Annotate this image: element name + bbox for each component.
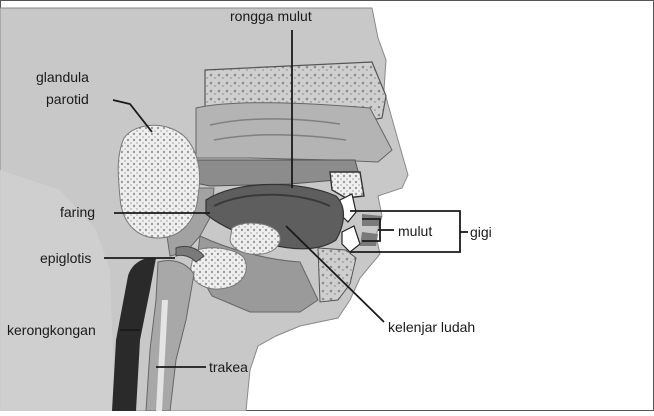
label-faring: faring: [60, 204, 95, 220]
sublingual-gland: [230, 223, 280, 254]
label-epiglotis: epiglotis: [40, 250, 91, 266]
label-mulut: mulut: [398, 223, 432, 239]
label-parotid: parotid: [46, 91, 89, 107]
label-rongga-mulut: rongga mulut: [230, 8, 312, 24]
parotid-gland: [118, 125, 199, 238]
label-trakea: trakea: [209, 359, 248, 375]
label-kelenjar-ludah: kelenjar ludah: [388, 319, 475, 335]
label-kerongkongan: kerongkongan: [7, 322, 96, 338]
label-glandula: glandula: [36, 69, 89, 85]
label-gigi: gigi: [470, 224, 492, 240]
